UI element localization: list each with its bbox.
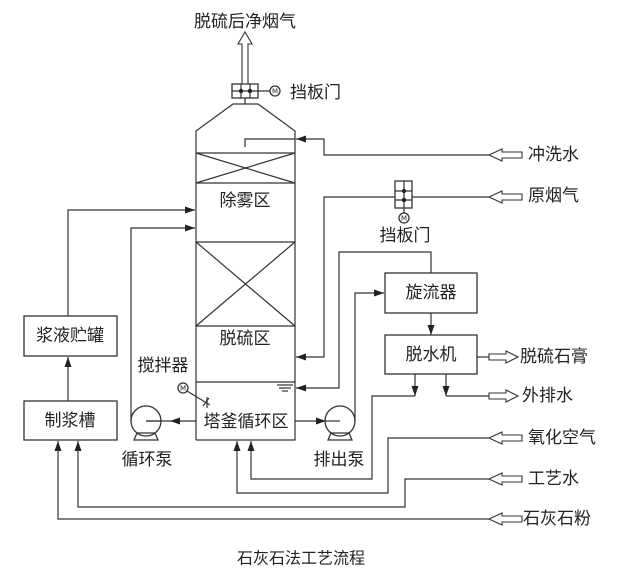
slurry-storage-tank-label: 浆液贮罐 [36, 326, 104, 346]
circulation-pump-label: 循环泵 [122, 450, 173, 470]
motor-symbol: M [272, 88, 278, 96]
flush-water-inlet-arrow-icon [487, 148, 523, 162]
process-water-label: 工艺水 [528, 469, 579, 489]
oxidation-air-inlet-arrow-icon [487, 431, 523, 445]
hydrocyclone-box [384, 272, 478, 314]
outlet-damper: M [231, 83, 281, 104]
hydrocyclone-label: 旋流器 [406, 283, 457, 303]
hydrocyclone-overflow-line [296, 251, 432, 392]
outlet-damper-label: 挡板门 [290, 83, 341, 103]
motor-symbol: M [401, 215, 407, 223]
process-water-inlet-arrow-icon [487, 472, 523, 486]
waste-water-label: 外排水 [522, 386, 573, 406]
desulfurization-zone-label: 脱硫区 [220, 329, 271, 349]
discharge-pump-label: 排出泵 [314, 450, 365, 470]
flush-water-line [296, 135, 489, 156]
raw-flue-gas-inlet-arrow-icon [487, 190, 523, 204]
inlet-damper: M [394, 180, 413, 224]
motor-icon: M [177, 382, 189, 394]
limestone-powder-label: 石灰石粉 [523, 509, 591, 529]
circulation-pump-icon [130, 405, 162, 441]
motor-symbol: M [180, 385, 186, 393]
diagram-title: 石灰石法工艺流程 [237, 549, 365, 568]
agitator-icon: M [177, 382, 211, 408]
oxidation-air-label: 氧化空气 [528, 428, 596, 448]
absorption-tower [195, 103, 296, 441]
tower-shell [195, 103, 296, 441]
circulation-spray-line [130, 224, 195, 421]
agitator-label: 搅拌器 [138, 356, 189, 376]
clean-flue-gas-up-arrow-icon [237, 30, 253, 85]
process-water-line [74, 441, 489, 508]
demister-zone-label: 除雾区 [220, 191, 271, 211]
discharge-pump-icon [324, 405, 356, 441]
gypsum-label: 脱硫石膏 [520, 346, 588, 367]
flush-water-spray-pipe [244, 138, 295, 147]
limestone-powder-inlet-arrow-icon [487, 512, 523, 526]
slurry-prep-tank-label: 制浆槽 [45, 411, 96, 431]
sump-circulation-zone-label: 塔釜循环区 [204, 412, 289, 432]
slurry-storage-tank-box [23, 315, 118, 357]
discharge-to-hydrocyclone-line [354, 289, 384, 421]
oxidation-air-line [233, 437, 489, 494]
packing-cross-2 [195, 241, 296, 327]
clean-flue-gas-label: 脱硫后净烟气 [194, 12, 296, 32]
motor-icon: M [398, 212, 410, 224]
raw-flue-gas-label: 原烟气 [528, 186, 579, 206]
inlet-damper-pivot-1 [401, 188, 407, 194]
slurry-prep-tank-box [23, 400, 118, 441]
motor-icon: M [269, 85, 281, 97]
waste-water-outlet-arrow-icon [488, 389, 520, 403]
slurry-feed-line [67, 206, 195, 316]
dewatering-machine-box [384, 334, 478, 375]
flush-water-label: 冲洗水 [528, 145, 579, 165]
agitator-blade-1 [202, 397, 210, 407]
dewatering-machine-label: 脱水机 [406, 345, 457, 365]
gypsum-outlet-arrow-icon [488, 350, 520, 364]
inlet-damper-label: 挡板门 [380, 226, 431, 246]
demister-cross-2 [195, 152, 296, 184]
filtrate-return-line [247, 395, 415, 480]
liquid-level-icon [277, 384, 293, 392]
outlet-damper-pivot-1 [238, 88, 244, 94]
limestone-powder-line [54, 441, 489, 520]
inlet-damper-pivot-2 [401, 197, 407, 203]
outlet-damper-pivot-2 [247, 88, 253, 94]
